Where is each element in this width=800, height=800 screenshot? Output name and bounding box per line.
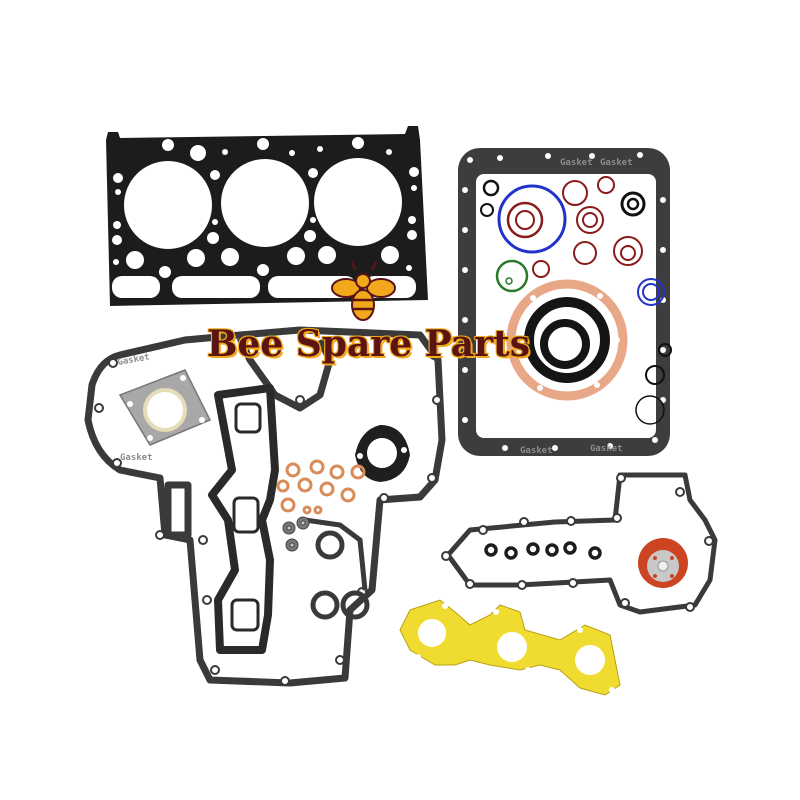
- water-pump-gasket: [445, 472, 718, 615]
- bee-icon: [331, 261, 396, 321]
- svg-text:Gasket: Gasket: [590, 444, 623, 454]
- svg-text:Gasket: Gasket: [600, 158, 633, 168]
- intake-ports: [230, 402, 262, 632]
- oil-seals: [524, 297, 610, 383]
- copper-washers: [276, 459, 366, 515]
- svg-text:Gasket: Gasket: [560, 158, 593, 168]
- thermostat-gasket: [355, 425, 410, 482]
- internal-small-gaskets: [304, 517, 370, 620]
- cylinder-head-gasket: [106, 126, 428, 306]
- watermark: Bee Spare Parts: [196, 318, 541, 370]
- exhaust-manifold-gasket: [399, 599, 621, 696]
- water-pump-o-rings: [484, 541, 602, 560]
- water-pump-seal: [638, 538, 688, 588]
- svg-text:Gasket: Gasket: [120, 453, 153, 463]
- valve-stem-seals: [282, 516, 310, 552]
- watermark-text: Bee Spare Parts: [207, 323, 530, 365]
- svg-text:Gasket: Gasket: [520, 446, 553, 456]
- exhaust-flange-gasket: [118, 369, 212, 446]
- copper-seal-ring: [506, 279, 628, 401]
- o-ring-set: [480, 176, 672, 425]
- water-pump-bolt-holes: [441, 473, 714, 612]
- timing-cover-bolt-holes: [94, 350, 442, 686]
- timing-cover-gasket: [84, 326, 446, 687]
